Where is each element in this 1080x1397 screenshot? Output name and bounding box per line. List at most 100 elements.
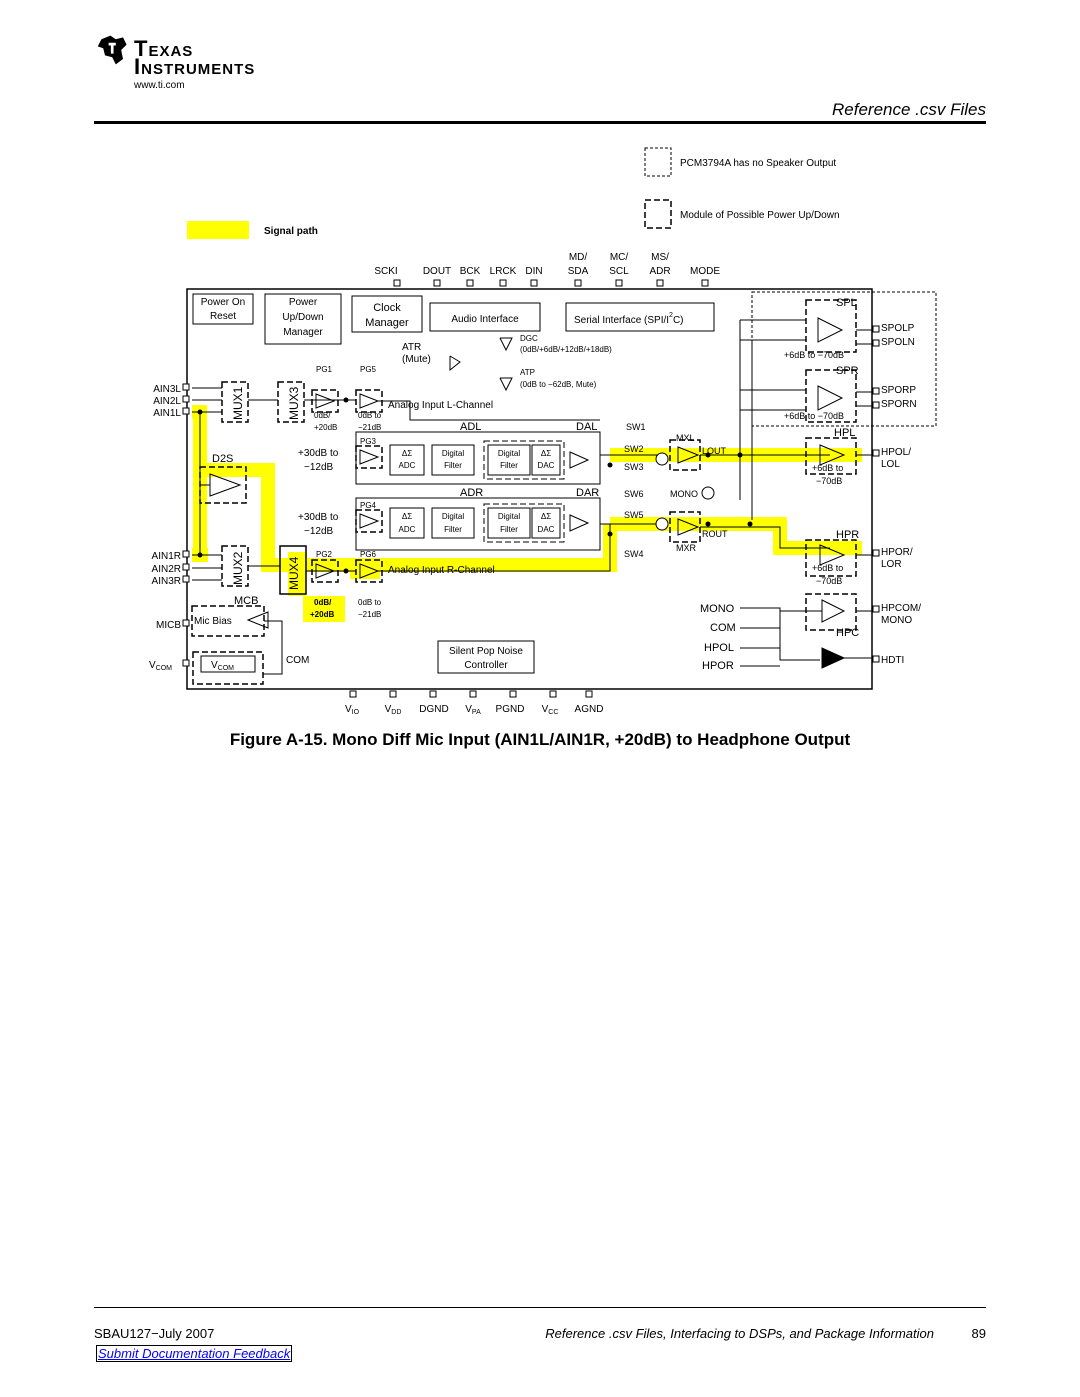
legend-signal-path-swatch (187, 221, 249, 239)
pin-lor: LOR (881, 559, 902, 570)
svg-text:Digital: Digital (442, 449, 464, 458)
hpr-label: HPR (836, 529, 859, 541)
power-manager-label: Power (289, 297, 318, 308)
legend-power-module-text: Module of Possible Power Up/Down (680, 210, 840, 221)
pin-bck: BCK (460, 266, 481, 277)
svg-text:Controller: Controller (464, 660, 508, 671)
atp-range: (0dB to −62dB, Mute) (520, 380, 597, 389)
pin-agnd: AGND (575, 704, 604, 715)
svg-text:+6dB to −70dB: +6dB to −70dB (784, 350, 844, 360)
svg-text:ROUT: ROUT (702, 529, 728, 539)
logo-url[interactable]: www.ti.com (134, 80, 185, 91)
submit-feedback-link[interactable]: Submit Documentation Feedback (96, 1345, 293, 1362)
spr-label: SPR (836, 365, 859, 377)
svg-text:SW5: SW5 (624, 510, 644, 520)
pin-vdd: VDD (385, 704, 402, 716)
pg5-label: PG5 (360, 365, 377, 374)
audio-interface-label: Audio Interface (451, 314, 519, 325)
pin-ms: MS/ (651, 252, 669, 263)
svg-text:MXL: MXL (676, 433, 695, 443)
figure-caption: Figure A-15. Mono Diff Mic Input (AIN1L/… (229, 730, 851, 749)
pin-scl: SCL (609, 266, 629, 277)
header-rule (94, 121, 986, 124)
dal-label: DAL (576, 421, 597, 433)
pin-hpor: HPOR/ (881, 547, 913, 558)
mux4-label: MUX4 (287, 556, 301, 590)
svg-text:ΔΣ: ΔΣ (541, 449, 551, 458)
pin-lol: LOL (881, 459, 900, 470)
footer-rule (94, 1307, 986, 1308)
mcb-label: MCB (234, 595, 258, 607)
sel-com-label: COM (710, 622, 736, 634)
logo-text-instruments: Instruments (134, 54, 256, 79)
pin-vcc: VCC (542, 704, 559, 716)
svg-text:0dB/: 0dB/ (314, 598, 332, 607)
silent-pop-label: Silent Pop Noise (449, 646, 523, 657)
pg6-label: PG6 (360, 550, 377, 559)
svg-text:SW1: SW1 (626, 422, 646, 432)
svg-text:−70dB: −70dB (816, 576, 842, 586)
svg-text:SW2: SW2 (624, 444, 644, 454)
svg-text:ΔΣ: ΔΣ (402, 449, 412, 458)
section-title: Reference .csv Files (832, 100, 986, 119)
dgc-label: DGC (520, 334, 538, 343)
pin-vcom: VCOM (149, 660, 172, 672)
legend-no-speaker-text: PCM3794A has no Speaker Output (680, 158, 836, 169)
svg-text:ADC: ADC (399, 461, 416, 470)
pin-mc: MC/ (610, 252, 629, 263)
svg-text:+6dB to −70dB: +6dB to −70dB (784, 411, 844, 421)
pin-ain2l: AIN2L (153, 396, 181, 407)
svg-text:Filter: Filter (444, 461, 462, 470)
spl-label: SPL (836, 297, 857, 309)
doc-id: SBAU127−July 2007 (94, 1326, 215, 1341)
pin-mono: MONO (881, 615, 912, 626)
legend-no-speaker-box (644, 147, 672, 177)
atr-label: ATR (402, 342, 421, 353)
atp-label: ATP (520, 368, 535, 377)
gain-r-lo: −12dB (304, 526, 334, 537)
svg-text:+20dB: +20dB (310, 610, 334, 619)
hpl-label: HPL (834, 427, 855, 439)
svg-text:−21dB: −21dB (358, 610, 381, 619)
svg-text:Filter: Filter (500, 461, 518, 470)
pin-ain3r: AIN3R (152, 576, 181, 587)
dar-label: DAR (576, 487, 599, 499)
serial-interface-label: Serial Interface (SPI/I2C) (574, 312, 684, 326)
svg-text:SW3: SW3 (624, 462, 644, 472)
pin-sporn: SPORN (881, 399, 917, 410)
ti-logo-icon (97, 35, 127, 65)
logo-text-texas: Texas (134, 36, 194, 61)
analog-l-label: Analog Input L-Channel (388, 400, 493, 411)
sel-hpol-label: HPOL (704, 642, 734, 654)
pin-hdti: HDTI (881, 655, 904, 666)
pin-md: MD/ (569, 252, 588, 263)
pin-hpcom: HPCOM/ (881, 603, 921, 614)
pin-ain2r: AIN2R (152, 564, 181, 575)
pin-pgnd: PGND (496, 704, 525, 715)
svg-text:Filter: Filter (444, 525, 462, 534)
pin-sda: SDA (568, 266, 589, 277)
svg-text:−70dB: −70dB (816, 476, 842, 486)
gain-l-hi: +30dB to (298, 448, 339, 459)
svg-text:MONO: MONO (670, 489, 698, 499)
pin-dout: DOUT (423, 266, 451, 277)
svg-text:Manager: Manager (365, 317, 409, 329)
svg-text:ΔΣ: ΔΣ (541, 512, 551, 521)
svg-text:Manager: Manager (283, 327, 323, 338)
sel-hpor-label: HPOR (702, 660, 734, 672)
adl-label: ADL (460, 421, 481, 433)
dgc-range: (0dB/+6dB/+12dB/+18dB) (520, 345, 612, 354)
pin-din: DIN (525, 266, 542, 277)
pin-ain1r: AIN1R (152, 551, 181, 562)
mux3-label: MUX3 (287, 386, 301, 420)
analog-r-label: Analog Input R-Channel (388, 565, 495, 576)
block-diagram: PCM3794A has no Speaker Output Module of… (149, 147, 937, 716)
pg4-label: PG4 (360, 501, 377, 510)
svg-text:SW6: SW6 (624, 489, 644, 499)
mux2-label: MUX2 (231, 551, 245, 585)
svg-text:0dB to: 0dB to (358, 598, 382, 607)
pin-mode: MODE (690, 266, 720, 277)
pg1-label: PG1 (316, 365, 333, 374)
com-label: COM (286, 655, 309, 666)
pin-ain3l: AIN3L (153, 384, 181, 395)
